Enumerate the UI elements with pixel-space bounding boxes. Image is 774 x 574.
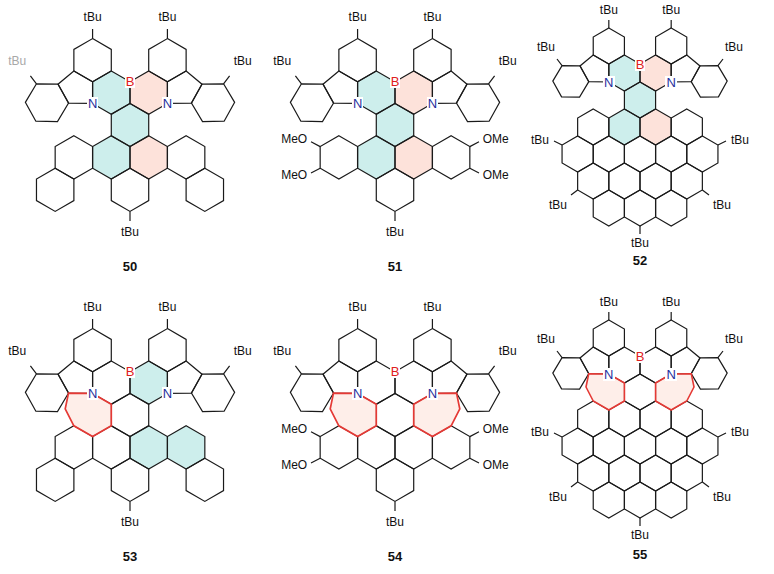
substituent-label: tBu [273, 55, 291, 67]
nitrogen-label: N [352, 97, 363, 110]
substituent-label: tBu [662, 4, 680, 16]
boron-label: B [125, 75, 136, 88]
nitrogen-label: N [427, 387, 438, 400]
boron-label: B [390, 75, 401, 88]
substituent-label: OMe [483, 459, 509, 471]
substituent-label: tBu [531, 426, 549, 438]
substituent-label: tBu [234, 345, 252, 357]
substituent-label: tBu [386, 226, 404, 238]
molecule-structure [548, 312, 731, 526]
molecule-structure [548, 20, 731, 234]
substituent-label: tBu [549, 199, 567, 211]
substituent-label: MeO [281, 459, 307, 471]
substituent-label: tBu [731, 134, 749, 146]
nitrogen-label: N [87, 387, 98, 400]
compound-number: 50 [123, 260, 137, 273]
substituent-label: tBu [121, 516, 139, 528]
substituent-label: tBu [349, 301, 367, 313]
substituent-label: tBu [423, 11, 441, 23]
substituent-label: tBu [731, 426, 749, 438]
molecule-structure [285, 29, 505, 221]
substituent-label: tBu [549, 491, 567, 503]
substituent-label: tBu [84, 301, 102, 313]
substituent-label: tBu [8, 55, 26, 67]
compound-number: 54 [388, 550, 402, 563]
nitrogen-label: N [427, 97, 438, 110]
nitrogen-label: N [603, 368, 614, 381]
nitrogen-label: N [352, 387, 363, 400]
substituent-label: tBu [713, 199, 731, 211]
substituent-label: tBu [499, 345, 517, 357]
substituent-label: tBu [631, 237, 649, 249]
nitrogen-label: N [603, 76, 614, 89]
substituent-label: tBu [273, 345, 291, 357]
compound-number: 53 [123, 550, 137, 563]
boron-label: B [635, 58, 646, 71]
compound-number: 52 [633, 254, 647, 267]
substituent-label: tBu [662, 296, 680, 308]
boron-label: B [125, 365, 136, 378]
substituent-label: tBu [600, 4, 618, 16]
substituent-label: tBu [8, 345, 26, 357]
boron-label: B [635, 350, 646, 363]
nitrogen-label: N [162, 387, 173, 400]
molecule-structure [20, 319, 240, 511]
substituent-label: OMe [483, 133, 509, 145]
substituent-label: tBu [234, 55, 252, 67]
boron-label: B [390, 365, 401, 378]
substituent-label: OMe [483, 169, 509, 181]
substituent-label: tBu [386, 516, 404, 528]
compound-number: 51 [388, 260, 402, 273]
substituent-label: tBu [600, 296, 618, 308]
compound-number: 55 [633, 548, 647, 561]
nitrogen-label: N [162, 97, 173, 110]
substituent-label: tBu [158, 11, 176, 23]
substituent-label: tBu [725, 333, 743, 345]
substituent-label: tBu [725, 41, 743, 53]
substituent-label: tBu [531, 134, 549, 146]
substituent-label: OMe [483, 423, 509, 435]
substituent-label: tBu [158, 301, 176, 313]
substituent-label: MeO [281, 169, 307, 181]
substituent-label: tBu [84, 11, 102, 23]
substituent-label: tBu [713, 491, 731, 503]
substituent-label: tBu [349, 11, 367, 23]
substituent-label: tBu [499, 55, 517, 67]
molecule-structure [20, 29, 240, 221]
substituent-label: tBu [537, 41, 555, 53]
substituent-label: MeO [281, 133, 307, 145]
nitrogen-label: N [87, 97, 98, 110]
substituent-label: tBu [423, 301, 441, 313]
substituent-label: MeO [281, 423, 307, 435]
substituent-label: tBu [537, 333, 555, 345]
substituent-label: tBu [631, 529, 649, 541]
nitrogen-label: N [665, 76, 676, 89]
nitrogen-label: N [665, 368, 676, 381]
substituent-label: tBu [121, 226, 139, 238]
molecule-structure [285, 319, 505, 511]
